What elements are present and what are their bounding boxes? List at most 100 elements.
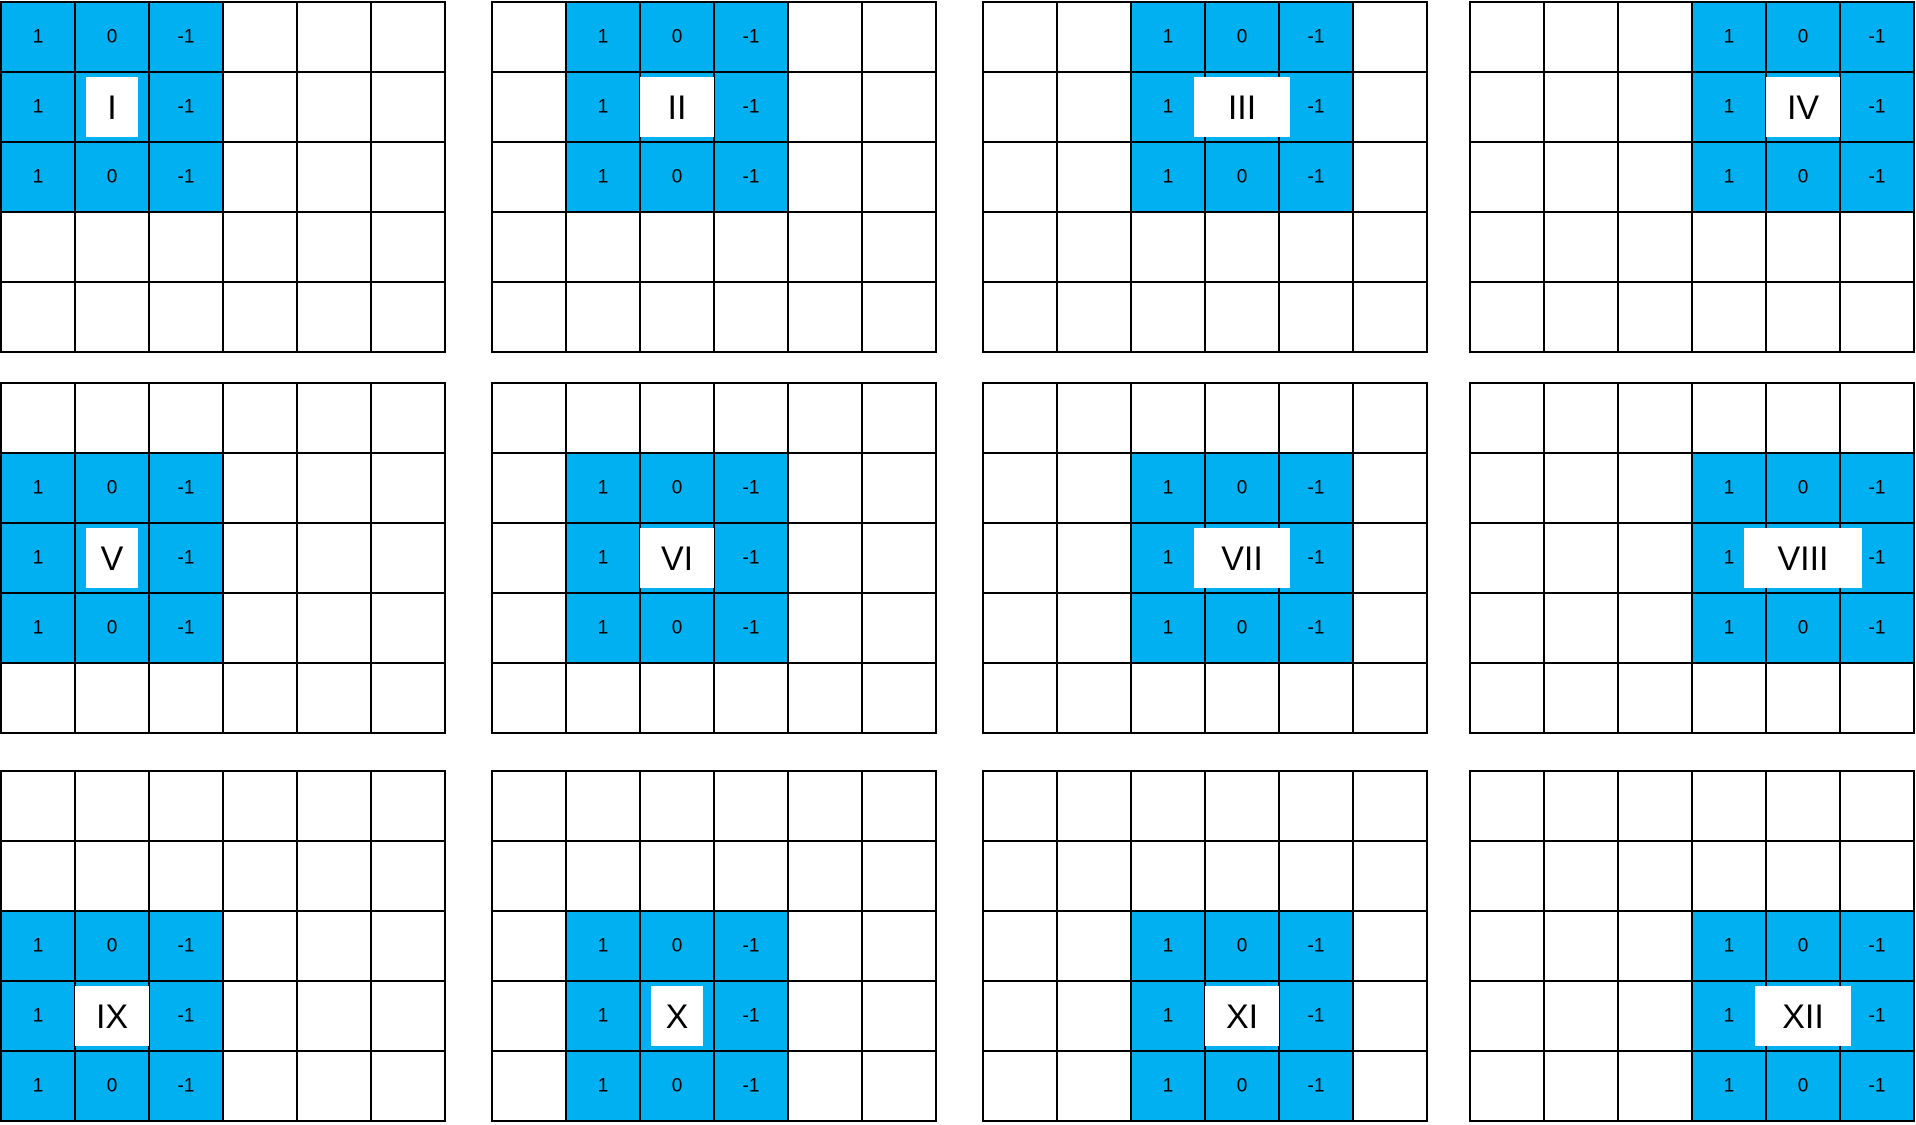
grid-cell: [1691, 770, 1767, 842]
grid-cell: [74, 281, 150, 353]
grid-cell: [1056, 211, 1132, 283]
grid-cell: [861, 910, 937, 982]
grid-cell: [148, 840, 224, 912]
grid-cell: [861, 141, 937, 213]
grid-cell: [491, 452, 567, 524]
grid-cell: [861, 980, 937, 1052]
grid-cell: [1543, 281, 1619, 353]
kernel-value: 0: [672, 1076, 683, 1097]
grid-cell: [370, 910, 446, 982]
grid-cell: [1839, 382, 1915, 454]
grid-cell: [1765, 662, 1841, 734]
kernel-value: -1: [1308, 1006, 1325, 1027]
grid-cell: [0, 770, 76, 842]
grid-cell: [296, 141, 372, 213]
grid-cell: [1617, 592, 1693, 664]
kernel-value: -1: [1308, 97, 1325, 118]
grid-cell: [1130, 770, 1206, 842]
kernel-value: 1: [598, 618, 609, 639]
kernel-value: 1: [598, 936, 609, 957]
grid-cell: [861, 840, 937, 912]
kernel-value: 1: [33, 936, 44, 957]
kernel-cell: [639, 910, 715, 982]
kernel-value: -1: [743, 936, 760, 957]
grid-cell: [982, 141, 1058, 213]
grid-cell: [1056, 522, 1132, 594]
grid-cell: [222, 910, 298, 982]
grid-cell: [296, 211, 372, 283]
kernel-cell: [1278, 1050, 1354, 1122]
kernel-value: 1: [33, 618, 44, 639]
grid-cell: [1204, 211, 1280, 283]
kernel-cell: [565, 71, 641, 143]
kernel-cell: [713, 71, 789, 143]
grid-cell: [982, 910, 1058, 982]
panel-label-box: [1205, 986, 1279, 1046]
grid-cell: [1278, 211, 1354, 283]
kernel-cell: [1130, 1050, 1206, 1122]
panel-label: IX: [96, 998, 128, 1036]
kernel-value: 1: [33, 548, 44, 569]
grid-cell: [491, 980, 567, 1052]
kernel-cell: [74, 452, 150, 524]
grid-cell: [565, 382, 641, 454]
grid-cell: [296, 592, 372, 664]
kernel-value: 0: [1798, 478, 1809, 499]
grid-cell: [1056, 980, 1132, 1052]
kernel-value: 0: [672, 478, 683, 499]
panel-label-box: [640, 528, 714, 588]
grid-cell: [74, 662, 150, 734]
grid-cell: [1278, 770, 1354, 842]
grid-cell: [1469, 1050, 1545, 1122]
grid-cell: [222, 592, 298, 664]
kernel-value: -1: [743, 167, 760, 188]
kernel-cell: [1278, 452, 1354, 524]
kernel-value: 1: [598, 1006, 609, 1027]
grid-cell: [222, 770, 298, 842]
grid-cell: [1352, 1, 1428, 73]
grid-cell: [713, 281, 789, 353]
grid-cell: [1056, 910, 1132, 982]
kernel-cell: [713, 1, 789, 73]
kernel-value: -1: [1308, 1076, 1325, 1097]
kernel-cell: [639, 1050, 715, 1122]
grid-cell: [639, 840, 715, 912]
grid-cell: [370, 71, 446, 143]
kernel-value: -1: [1869, 27, 1886, 48]
grid-cell: [148, 662, 224, 734]
kernel-value: -1: [1308, 548, 1325, 569]
kernel-value: -1: [1308, 618, 1325, 639]
grid-cell: [787, 910, 863, 982]
grid-cell: [491, 770, 567, 842]
kernel-value: -1: [178, 548, 195, 569]
kernel-value: 1: [33, 478, 44, 499]
grid-cell: [370, 1050, 446, 1122]
grid-cell: [1543, 382, 1619, 454]
grid-cell: [1691, 281, 1767, 353]
kernel-value: -1: [743, 1076, 760, 1097]
kernel-cell: [713, 592, 789, 664]
grid-cell: [1617, 1050, 1693, 1122]
panel-label: VIII: [1777, 540, 1828, 578]
panel-label: V: [101, 540, 124, 578]
grid-cell: [1691, 211, 1767, 283]
grid-cell: [565, 840, 641, 912]
grid-cell: [1543, 71, 1619, 143]
kernel-cell: [74, 910, 150, 982]
grid-cell: [1352, 770, 1428, 842]
kernel-value: 1: [1163, 936, 1174, 957]
grid-cell: [861, 662, 937, 734]
grid-cell: [1056, 281, 1132, 353]
grid-cell: [370, 141, 446, 213]
kernel-cell: [565, 592, 641, 664]
grid-cell: [1056, 1050, 1132, 1122]
grid-cell: [1617, 840, 1693, 912]
grid-cell: [1543, 592, 1619, 664]
kernel-cell: [1130, 910, 1206, 982]
kernel-value: -1: [178, 1006, 195, 1027]
grid-cell: [787, 840, 863, 912]
kernel-value: 0: [672, 618, 683, 639]
kernel-value: -1: [743, 1006, 760, 1027]
grid-cell: [1617, 281, 1693, 353]
